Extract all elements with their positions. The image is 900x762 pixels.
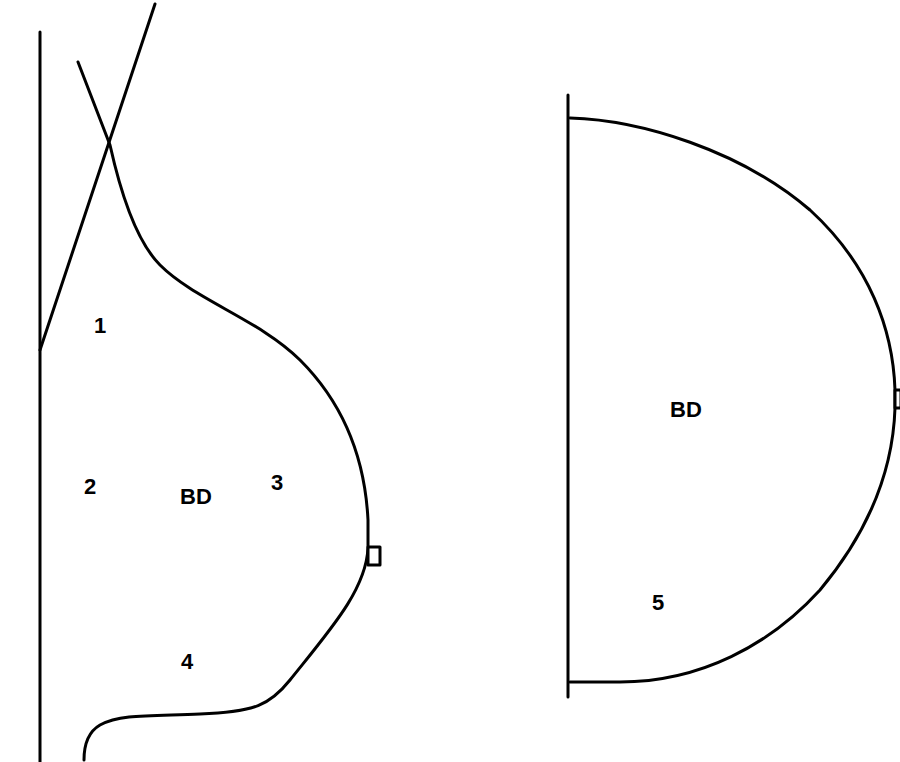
callout-number: 3 bbox=[271, 472, 283, 494]
region-label: BD bbox=[670, 399, 702, 421]
callout-number: 2 bbox=[84, 476, 96, 498]
breast-profile bbox=[78, 62, 368, 760]
breast-front-outline bbox=[570, 118, 895, 682]
callout-number: 4 bbox=[181, 651, 193, 673]
pectoral-line bbox=[40, 4, 155, 350]
chest-wall-line bbox=[39, 32, 42, 762]
nipple bbox=[895, 390, 900, 408]
callout-number: 1 bbox=[94, 315, 106, 337]
region-label: BD bbox=[180, 486, 212, 508]
nipple bbox=[368, 547, 380, 565]
chest-wall-line bbox=[567, 95, 570, 697]
callout-number: 5 bbox=[652, 592, 664, 614]
